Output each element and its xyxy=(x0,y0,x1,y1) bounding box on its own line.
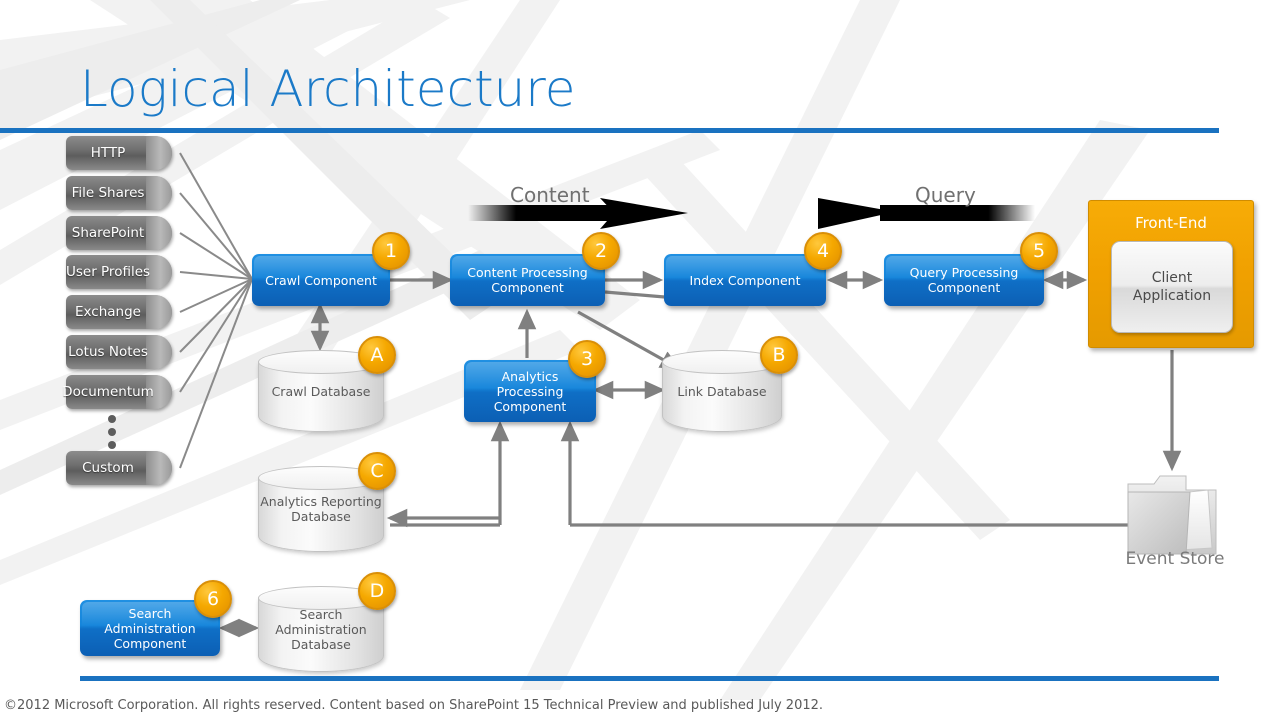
component-label: Analytics Processing Component xyxy=(493,368,567,414)
cylinder-body xyxy=(258,598,384,672)
content-source-lotus-notes[interactable]: Lotus Notes xyxy=(66,335,172,369)
badge-D: D xyxy=(358,572,396,610)
ellipsis-dots xyxy=(108,415,116,454)
badge-6: 6 xyxy=(194,580,232,618)
content-source-label: SharePoint xyxy=(71,225,145,241)
database-label: Crawl Database xyxy=(271,383,371,399)
content-source-label: File Shares xyxy=(71,185,145,201)
badge-3: 3 xyxy=(568,340,606,378)
flow-label-query: Query xyxy=(915,183,976,207)
database-label: Analytics Reporting Database xyxy=(260,494,382,524)
content-source-documentum[interactable]: Documentum xyxy=(62,375,172,409)
cylinder-cap xyxy=(146,176,172,210)
client-application-box[interactable]: Client Application xyxy=(1111,241,1233,333)
flow-label-content: Content xyxy=(510,183,590,207)
content-source-label: Documentum xyxy=(62,384,154,400)
event-store-label: Event Store xyxy=(1125,549,1225,569)
cylinder-cap xyxy=(146,295,172,329)
badge-4: 4 xyxy=(804,232,842,270)
page-title: Logical Architecture xyxy=(80,60,576,118)
frontend-container[interactable]: Front-End Client Application xyxy=(1088,200,1254,348)
database-link[interactable]: Link Database xyxy=(662,350,782,432)
content-source-label: Lotus Notes xyxy=(68,344,148,360)
database-search-administration[interactable]: Search Administration Database xyxy=(258,586,384,672)
component-label: Search Administration Component xyxy=(104,605,196,651)
component-query-processing[interactable]: Query Processing Component xyxy=(884,254,1044,306)
cylinder-cap xyxy=(146,375,172,409)
content-source-file-shares[interactable]: File Shares xyxy=(66,176,172,210)
badge-1: 1 xyxy=(372,232,410,270)
badge-5: 5 xyxy=(1020,232,1058,270)
cylinder-body xyxy=(258,478,384,552)
content-source-exchange[interactable]: Exchange xyxy=(66,295,172,329)
component-label: Crawl Component xyxy=(265,272,377,288)
content-source-label: Exchange xyxy=(75,304,141,320)
cylinder-cap xyxy=(146,216,172,250)
badge-A: A xyxy=(358,336,396,374)
badge-2: 2 xyxy=(582,232,620,270)
content-source-label: User Profiles xyxy=(65,264,151,280)
content-source-http[interactable]: HTTP xyxy=(66,136,172,170)
cylinder-cap xyxy=(146,335,172,369)
cylinder-cap xyxy=(146,255,172,289)
component-label: Query Processing Component xyxy=(909,265,1019,295)
badge-C: C xyxy=(358,452,396,490)
footer-copyright: ©2012 Microsoft Corporation. All rights … xyxy=(4,698,824,713)
component-index[interactable]: Index Component xyxy=(664,254,826,306)
badge-B: B xyxy=(760,336,798,374)
database-label: Link Database xyxy=(677,383,767,399)
component-label: Content Processing Component xyxy=(467,265,588,295)
component-crawl[interactable]: Crawl Component xyxy=(252,254,390,306)
content-source-custom[interactable]: Custom xyxy=(66,451,172,485)
footer-divider xyxy=(80,676,1219,681)
component-content-processing[interactable]: Content Processing Component xyxy=(450,254,605,306)
content-source-label: Custom xyxy=(82,460,134,476)
content-source-sharepoint[interactable]: SharePoint xyxy=(66,216,172,250)
frontend-title: Front-End xyxy=(1135,214,1207,232)
database-label: Search Administration Database xyxy=(275,606,367,652)
cylinder-cap xyxy=(146,451,172,485)
component-label: Index Component xyxy=(689,272,801,288)
content-source-user-profiles[interactable]: User Profiles xyxy=(66,255,172,289)
event-store-icon[interactable] xyxy=(1120,470,1230,560)
title-divider xyxy=(0,128,1219,133)
content-source-label: HTTP xyxy=(90,145,126,161)
client-application-label: Client Application xyxy=(1132,270,1212,304)
cylinder-cap xyxy=(146,136,172,170)
